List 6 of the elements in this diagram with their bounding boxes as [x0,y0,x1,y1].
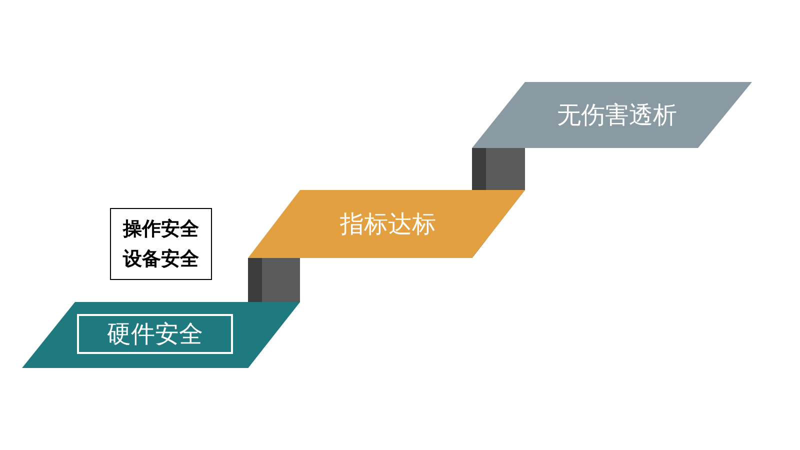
step-label: 无伤害透析 [556,100,678,131]
step-label: 硬件安全 [77,314,233,354]
note-box [110,208,212,280]
note-text: 操作安全 [123,217,199,242]
step-label: 指标达标 [339,209,437,240]
note-text: 设备安全 [123,247,199,272]
